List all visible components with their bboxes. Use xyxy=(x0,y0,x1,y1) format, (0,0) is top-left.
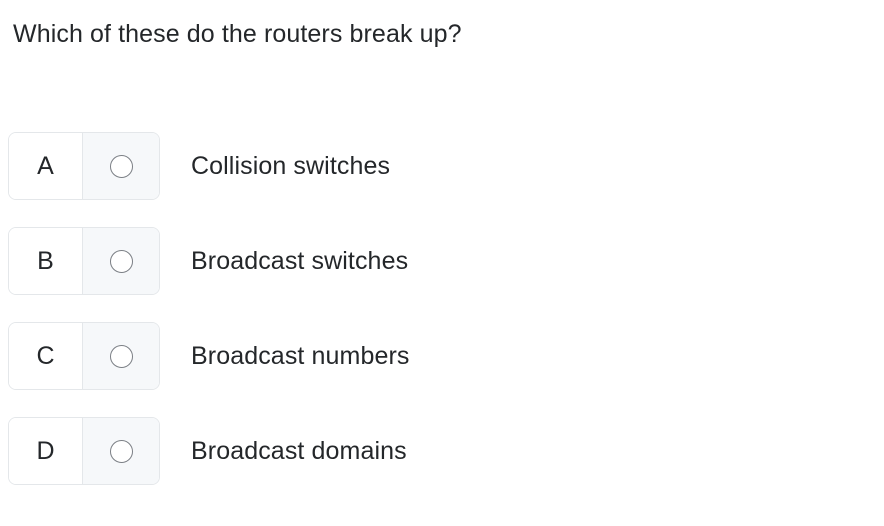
radio-unselected-icon[interactable] xyxy=(109,154,133,178)
option-label-d[interactable]: Broadcast domains xyxy=(191,436,407,465)
option-radio-cell-c[interactable] xyxy=(83,323,159,389)
answer-options-list: A Collision switches B Broadcast switche… xyxy=(0,132,884,512)
option-radio-cell-b[interactable] xyxy=(83,228,159,294)
option-letter-b: B xyxy=(37,246,54,275)
option-letter-c: C xyxy=(36,341,55,370)
option-label-b[interactable]: Broadcast switches xyxy=(191,246,409,275)
option-marker-d[interactable]: D xyxy=(8,417,160,485)
question-prompt: Which of these do the routers break up? xyxy=(13,20,462,48)
option-row-b[interactable]: B Broadcast switches xyxy=(0,227,884,295)
option-marker-a[interactable]: A xyxy=(8,132,160,200)
option-row-c[interactable]: C Broadcast numbers xyxy=(0,322,884,390)
option-radio-cell-a[interactable] xyxy=(83,133,159,199)
option-letter-cell-d: D xyxy=(9,418,83,484)
option-row-d[interactable]: D Broadcast domains xyxy=(0,417,884,485)
option-marker-b[interactable]: B xyxy=(8,227,160,295)
option-marker-c[interactable]: C xyxy=(8,322,160,390)
option-letter-cell-c: C xyxy=(9,323,83,389)
option-letter-cell-b: B xyxy=(9,228,83,294)
option-row-a[interactable]: A Collision switches xyxy=(0,132,884,200)
option-radio-cell-d[interactable] xyxy=(83,418,159,484)
option-letter-d: D xyxy=(36,436,55,465)
option-letter-a: A xyxy=(37,151,54,180)
option-letter-cell-a: A xyxy=(9,133,83,199)
option-label-c[interactable]: Broadcast numbers xyxy=(191,341,410,370)
radio-unselected-icon[interactable] xyxy=(109,249,133,273)
option-label-a[interactable]: Collision switches xyxy=(191,151,391,180)
radio-unselected-icon[interactable] xyxy=(109,344,133,368)
radio-unselected-icon[interactable] xyxy=(109,439,133,463)
